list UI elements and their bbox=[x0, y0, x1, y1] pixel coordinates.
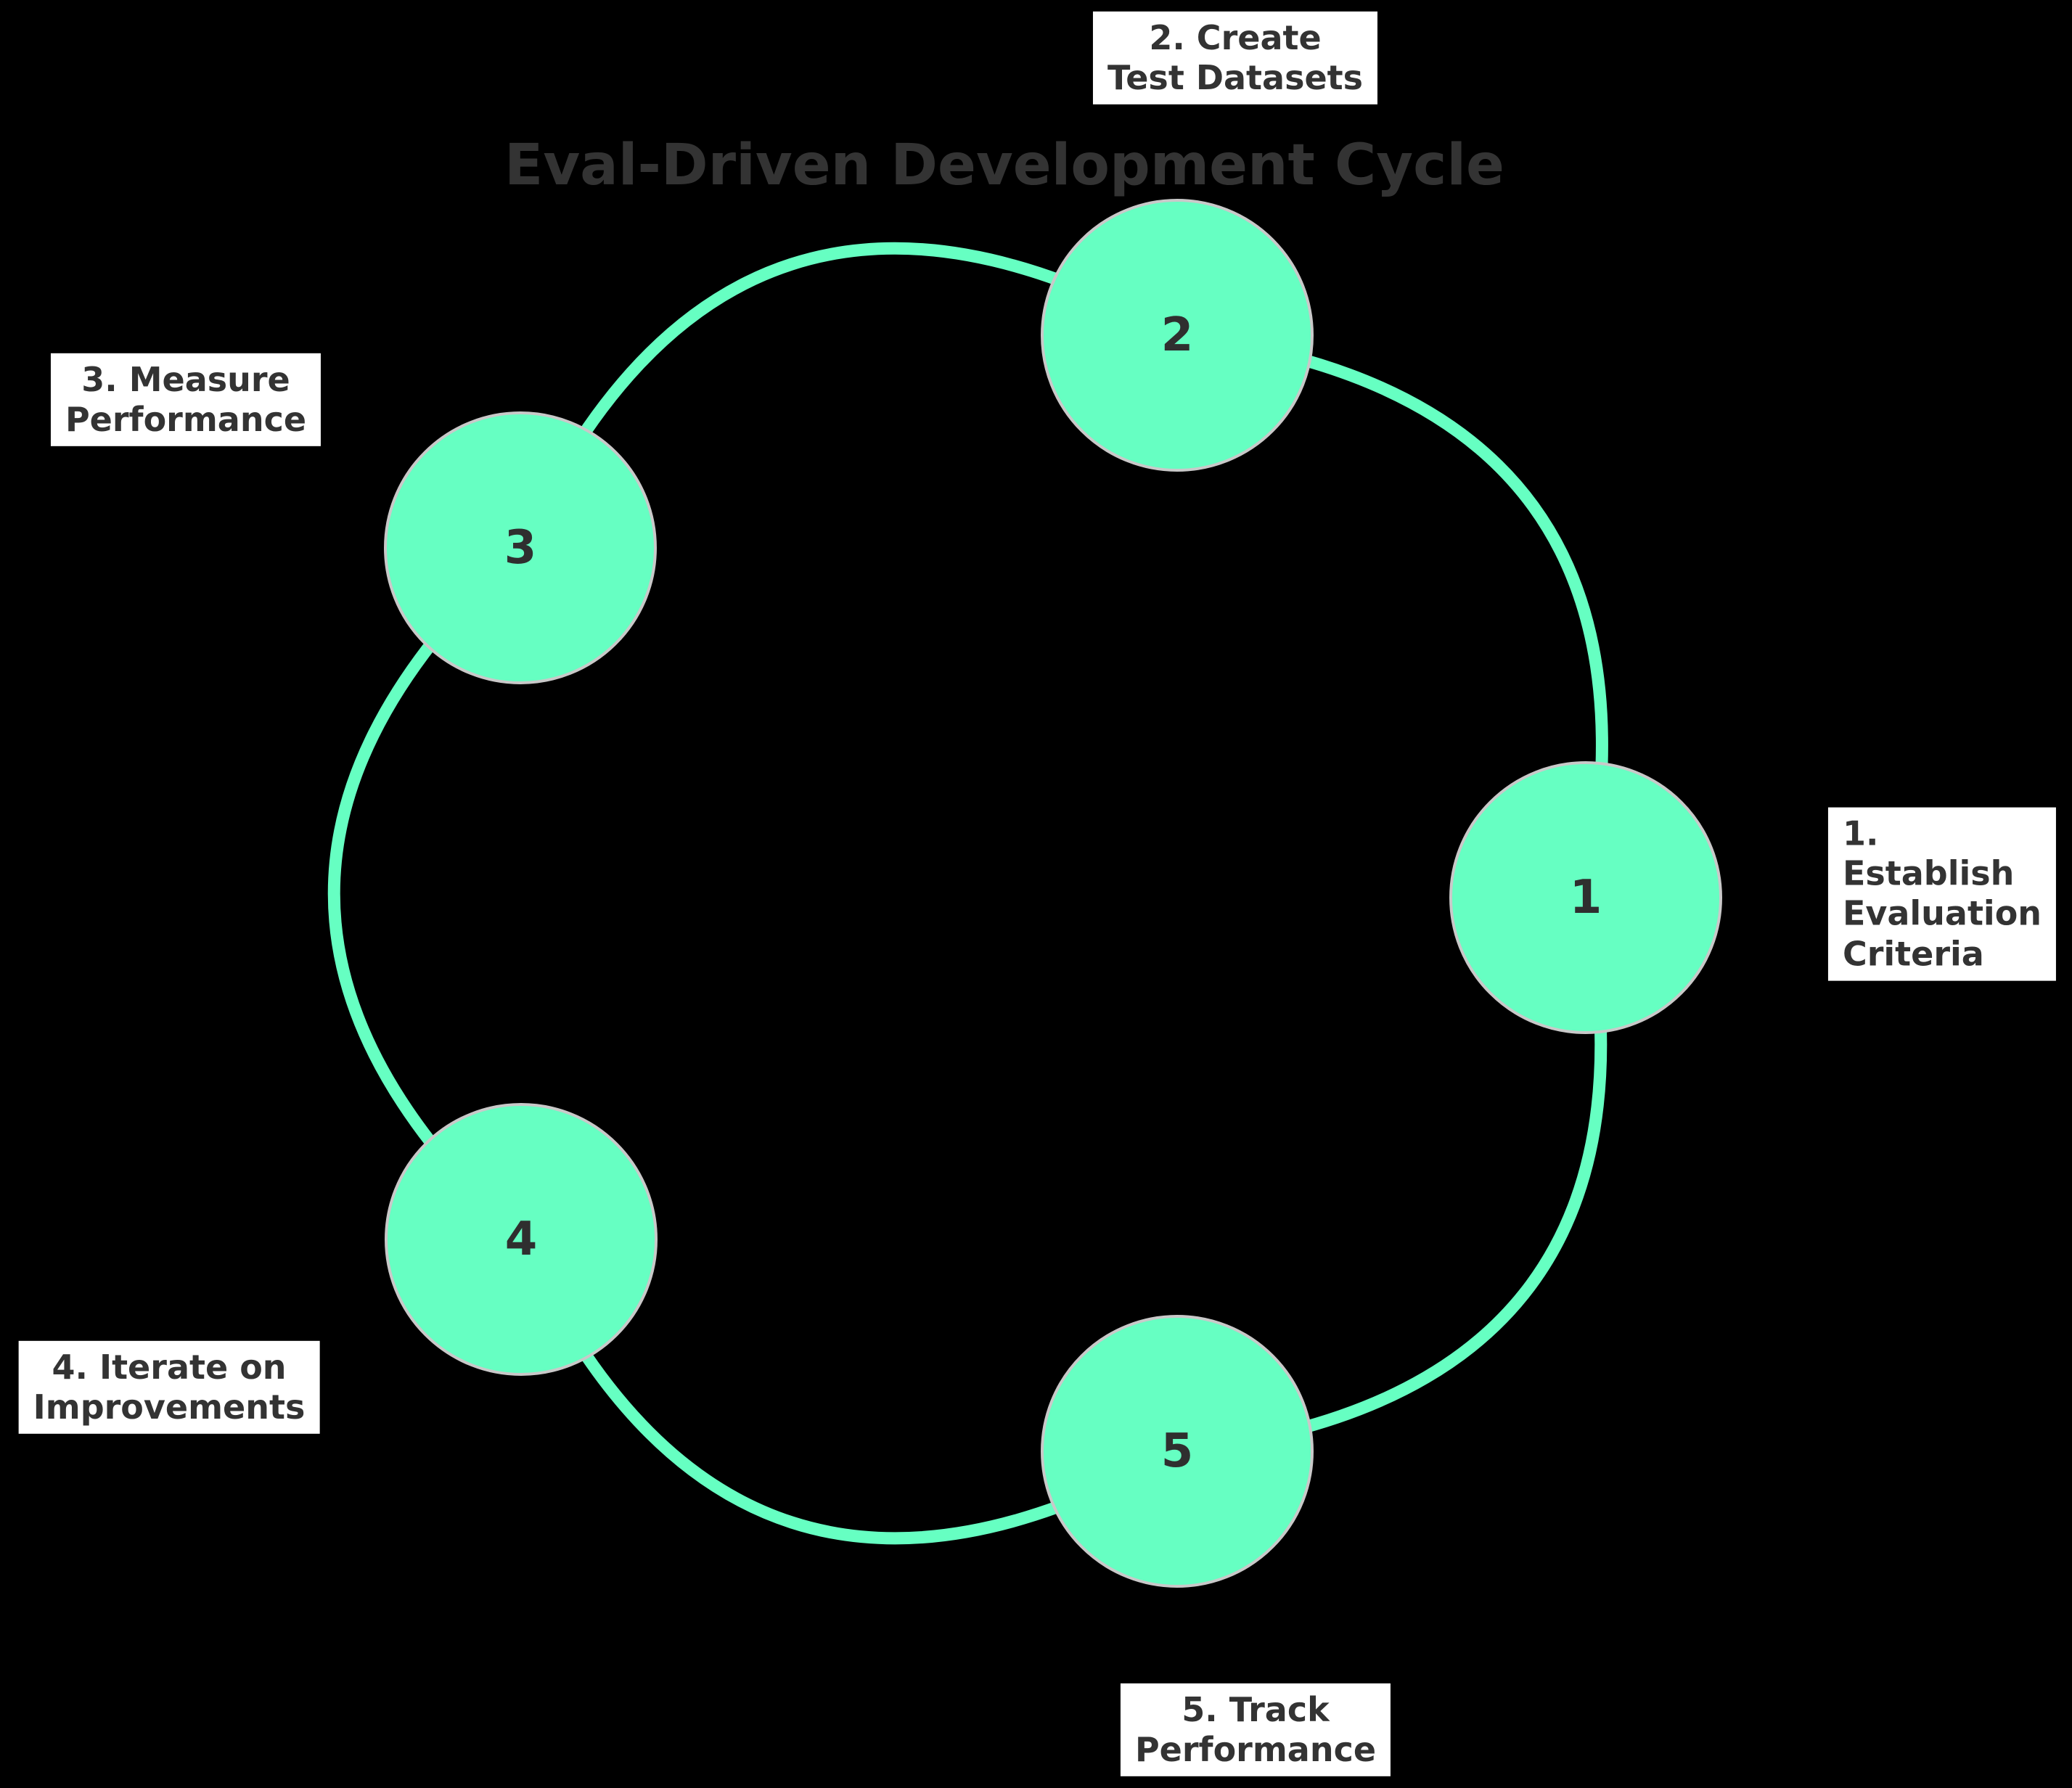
node-circle-step2 bbox=[1041, 199, 1314, 472]
node-circle-step4 bbox=[385, 1103, 658, 1376]
step-label-establish-evaluation-criteria: 1. Establish Evaluation Criteria bbox=[1827, 807, 2057, 981]
step-label-iterate-on-improvements: 4. Iterate on Improvements bbox=[18, 1340, 320, 1435]
node-circle-step1 bbox=[1449, 761, 1722, 1034]
step-label-create-test-datasets: 2. Create Test Datasets bbox=[1092, 11, 1378, 105]
arc-step2-to-step3 bbox=[514, 242, 1184, 554]
arc-step4-to-step5 bbox=[515, 1233, 1184, 1545]
diagram-title: Eval-Driven Development Cycle bbox=[504, 133, 1504, 198]
node-number-step3: 3 bbox=[504, 521, 537, 575]
node-number-step2: 2 bbox=[1160, 308, 1194, 362]
step-label-track-performance: 5. Track Performance bbox=[1120, 1683, 1391, 1777]
node-number-step1: 1 bbox=[1569, 871, 1602, 924]
node-number-step5: 5 bbox=[1160, 1424, 1194, 1478]
arc-step1-to-step2 bbox=[1171, 329, 1608, 904]
arc-step3-to-step4 bbox=[327, 541, 528, 1246]
node-circle-step3 bbox=[384, 411, 657, 684]
arc-step5-to-step1 bbox=[1171, 891, 1608, 1458]
node-number-step4: 4 bbox=[504, 1213, 538, 1266]
step-label-measure-performance: 3. Measure Performance bbox=[50, 353, 322, 447]
node-circle-step5 bbox=[1041, 1315, 1314, 1588]
